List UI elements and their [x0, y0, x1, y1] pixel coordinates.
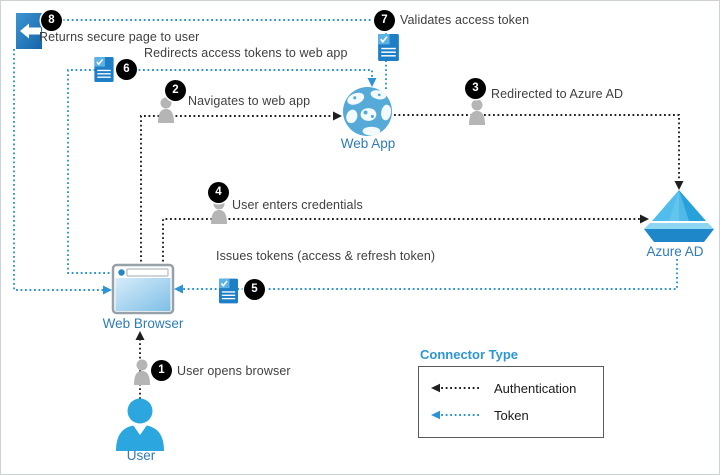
web-app-icon — [342, 86, 393, 137]
user-label: User — [126, 448, 156, 463]
step-badge-5: 5 — [244, 279, 265, 300]
legend-box: Authentication Token — [418, 366, 604, 438]
legend-title: Connector Type — [420, 347, 518, 362]
step-badge-3: 3 — [465, 78, 486, 99]
authentication-arrow-sample-icon — [431, 383, 479, 393]
person-step2-icon — [158, 97, 174, 123]
step-label-7: Validates access token — [400, 13, 530, 27]
step-label-5: Issues tokens (access & refresh token) — [216, 249, 436, 263]
legend-label-authentication: Authentication — [494, 380, 577, 396]
azure-ad-icon — [644, 190, 714, 242]
step-label-3: Redirected to Azure AD — [491, 87, 624, 101]
person-step3-icon — [469, 99, 485, 125]
step-label-6: Redirects access tokens to web app — [144, 46, 348, 60]
azure-ad-label: Azure AD — [646, 244, 704, 259]
user-icon — [116, 398, 164, 451]
legend-label-token: Token — [494, 407, 529, 423]
legend-row-authentication: Authentication — [429, 378, 593, 398]
token-icon-step5 — [219, 278, 238, 304]
step-badge-8: 8 — [41, 10, 62, 31]
web-browser-icon — [111, 263, 175, 315]
token-icon-step7 — [378, 34, 399, 61]
person-step1-icon — [134, 359, 150, 385]
step-label-4: User enters credentials — [232, 198, 363, 212]
token-icon-step6 — [94, 57, 114, 82]
step-badge-7: 7 — [374, 10, 395, 31]
authentication-connectors — [139, 114, 680, 399]
step-label-1: User opens browser — [177, 364, 291, 378]
token-arrow-sample-icon — [431, 410, 479, 420]
step-badge-4: 4 — [208, 182, 229, 203]
authentication-arrowheads — [135, 111, 684, 340]
legend-row-token: Token — [429, 405, 593, 425]
legend: Connector Type Authentication Token — [418, 347, 604, 438]
step-badge-6: 6 — [116, 59, 137, 80]
web-browser-label: Web Browser — [102, 316, 184, 331]
web-app-label: Web App — [340, 136, 396, 151]
step-label-8: Returns secure page to user — [39, 30, 200, 44]
token-connectors — [13, 19, 678, 291]
step-badge-2: 2 — [165, 80, 186, 101]
door-exit-icon — [16, 13, 42, 49]
step-badge-1: 1 — [151, 360, 172, 381]
step-label-2: Navigates to web app — [188, 94, 311, 108]
